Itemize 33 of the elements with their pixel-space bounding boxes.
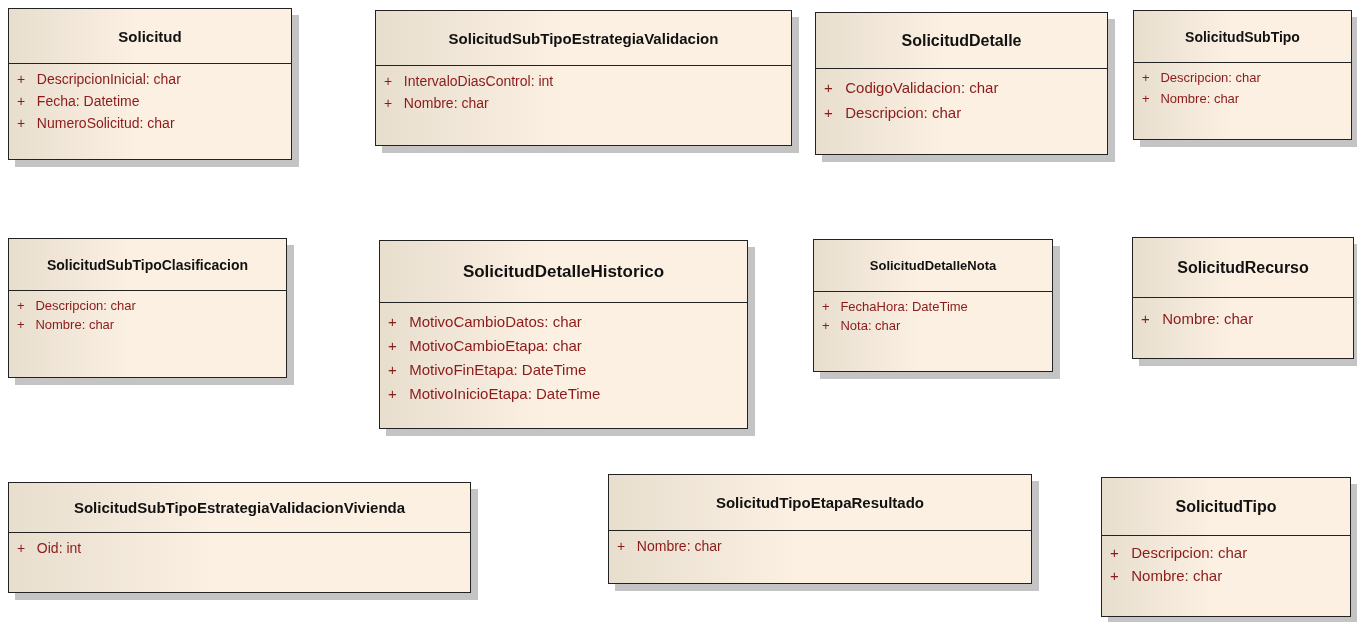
attribute-text: + Nombre: char: [1110, 567, 1223, 584]
attribute-text: + MotivoCambioDatos: char: [388, 313, 582, 330]
class-name: SolicitudSubTipoClasificacion: [46, 256, 249, 273]
class-name: SolicitudDetalle: [901, 31, 1022, 50]
attribute-text: + MotivoFinEtapa: DateTime: [388, 361, 587, 378]
attribute-text: + Descripcion: char: [1110, 544, 1248, 561]
attribute-text: + Nombre: char: [1141, 310, 1254, 327]
class-name: Solicitud: [118, 27, 182, 45]
attribute-text: + Nombre: char: [1142, 91, 1240, 106]
attribute-text: + DescripcionInicial: char: [17, 71, 181, 87]
attribute-text: + Descripcion: char: [17, 298, 136, 313]
attribute-text: + Fecha: Datetime: [17, 93, 140, 109]
attribute-text: + Oid: int: [17, 540, 82, 556]
attribute-text: + Nombre: char: [17, 317, 115, 332]
attribute-text: + CodigoValidacion: char: [824, 79, 999, 96]
class-name: SolicitudDetalleNota: [869, 258, 997, 273]
attribute-text: + FechaHora: DateTime: [822, 299, 968, 314]
class-name: SolicitudTipoEtapaResultado: [715, 494, 925, 511]
attribute-text: + MotivoInicioEtapa: DateTime: [388, 385, 601, 402]
class-name: SolicitudDetalleHistorico: [462, 261, 665, 282]
attribute-text: + MotivoCambioEtapa: char: [388, 337, 582, 354]
class-name: SolicitudSubTipoEstrategiaValidacion: [448, 29, 719, 47]
attribute-text: + IntervaloDiasControl: int: [384, 73, 554, 89]
attribute-text: + Descripcion: char: [824, 104, 962, 121]
attribute-text: + Nota: char: [822, 318, 901, 333]
class-name: SolicitudSubTipo: [1185, 28, 1300, 45]
attribute-text: + Descripcion: char: [1142, 70, 1261, 85]
class-name: SolicitudSubTipoEstrategiaValidacionVivienda: [73, 499, 406, 516]
class-name: SolicitudTipo: [1175, 497, 1277, 516]
attribute-text: + Nombre: char: [384, 95, 489, 111]
class-name: SolicitudRecurso: [1177, 258, 1309, 277]
attribute-text: + Nombre: char: [617, 538, 722, 554]
attribute-text: + NumeroSolicitud: char: [17, 115, 175, 131]
